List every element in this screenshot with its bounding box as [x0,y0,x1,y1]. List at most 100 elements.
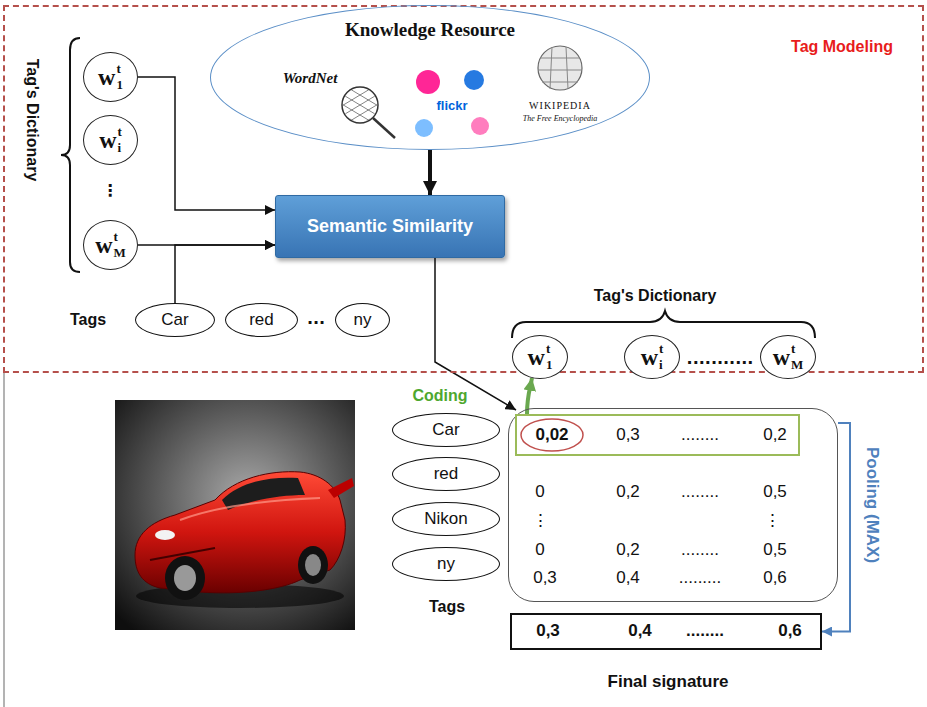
edge-label-slot: Coding [412,387,467,405]
text-slot: 0,5 [763,482,787,502]
node-content: red [434,464,459,484]
symbol-text: w [99,127,116,154]
node-text: 0 [535,482,544,501]
node-text: 0,3 [536,621,560,640]
text-slot: 0,4 [628,621,652,641]
globe [538,46,582,90]
photo-ground [115,400,355,630]
matrix-box: 0 0,2........ 0,5 ⋮ ⋮ 0 0,2........ 0,5 0,3 0,4..… [508,408,838,602]
text-slot: 0 [535,540,544,560]
tag-ellipse: ny [392,547,500,581]
brace [61,38,80,272]
symbol-text: w [773,344,790,371]
label-slot: Tags [70,311,106,329]
edge-label-slot: Pooling (MAX) [862,447,882,563]
node-text: 0,02 [535,425,568,444]
node-text: 0,3 [616,425,640,444]
word-circle: wtM [760,335,816,379]
node-content: ny [354,310,372,330]
word-circle: wti [83,115,138,165]
superscript: t [791,341,803,357]
word-circle: wtM [83,220,138,270]
node-text: ⋮ [532,511,549,530]
node-content: Car [161,310,188,330]
node-content: Car [432,420,459,440]
net-mesh [335,80,385,140]
node-text: ........ [686,621,724,640]
symbol-text: w [95,232,112,259]
tag-ellipse: Car [392,413,500,447]
node-content: Nikon [424,509,467,529]
node-text: 0,6 [763,568,787,587]
text-slot: ........ [686,621,724,641]
word-circle: wti [624,335,680,379]
index-stack: ti [118,124,122,156]
edge-label: Coding [412,387,467,404]
node-text: 0,5 [763,482,787,501]
node-content: wtM [95,229,126,261]
brace [512,311,815,338]
process-box: Semantic Similarity [275,195,505,258]
car-highlight [180,498,320,520]
connector-arrow [138,77,275,210]
node-content: red [249,310,274,330]
connector-arrow [175,245,275,303]
text-slot: 0,4 [616,568,640,588]
signature-box: 0,30,4........0,6Final signature [510,613,822,650]
text-slot: ......... [679,568,722,588]
node-text: ........ [681,425,719,444]
index-stack: tM [791,341,803,373]
node-text: ........ [681,540,719,559]
code-row: 0,02 0,3........ 0,2 [515,414,800,456]
text-slot: The Free Encyclopedia [523,107,597,125]
highlight-ring [521,419,583,451]
subscript: M [791,357,803,373]
node-text: WIKIPEDIA [529,100,591,111]
tag-ellipse: Nikon [392,502,500,536]
text-slot: ⋮ [532,510,549,531]
node-text: ......... [679,568,722,587]
text-slot: ⋮ [764,510,781,531]
label-slot: ... [307,309,325,328]
superscript: t [659,341,663,357]
subscript: i [118,140,122,156]
text-slot: ........ [681,482,719,502]
node-text: 0,5 [763,540,787,559]
node-text: red [434,464,459,484]
index-stack: tM [114,229,126,261]
node-content: wtM [773,341,804,373]
symbol-text: w [528,344,545,371]
car-photo [115,400,355,630]
globe-pieces [538,47,582,89]
text-slot: 0,2 [616,540,640,560]
node-text: 0,6 [778,621,802,640]
text-slot: Knowledge Resource [345,19,515,41]
connector-arrow [822,423,850,632]
logo-dot [416,70,440,94]
node-text: Nikon [424,509,467,529]
node-text: 0,2 [616,540,640,559]
text-slot: flickr [436,96,467,114]
index-stack: ti [659,341,663,373]
diagram-label: Tags [70,311,106,328]
frame-line [3,373,5,707]
node-text: flickr [436,98,467,113]
text-slot: 0,6 [763,568,787,588]
superscript: t [116,61,123,77]
node-content: wt1 [528,341,553,373]
superscript: t [118,124,122,140]
node-text: ⋮ [764,511,781,530]
superscript: t [546,341,553,357]
text-slot: 0,2 [616,482,640,502]
wikipedia-logo [538,46,582,90]
diagram-label: ⋮ [102,181,118,200]
node-text: 0,2 [763,425,787,444]
word-circle: wt1 [83,52,138,102]
subscript: M [114,245,126,261]
resource-ellipse: Knowledge ResourceWordNetflickrWIKIPEDIA… [210,5,650,150]
diagram-label: Tag's Dictionary [594,287,717,304]
car-wheel [165,556,205,600]
label-slot: Tags [429,598,465,616]
diagram-label: ........... [687,349,754,368]
tag-ellipse: red [392,457,500,491]
